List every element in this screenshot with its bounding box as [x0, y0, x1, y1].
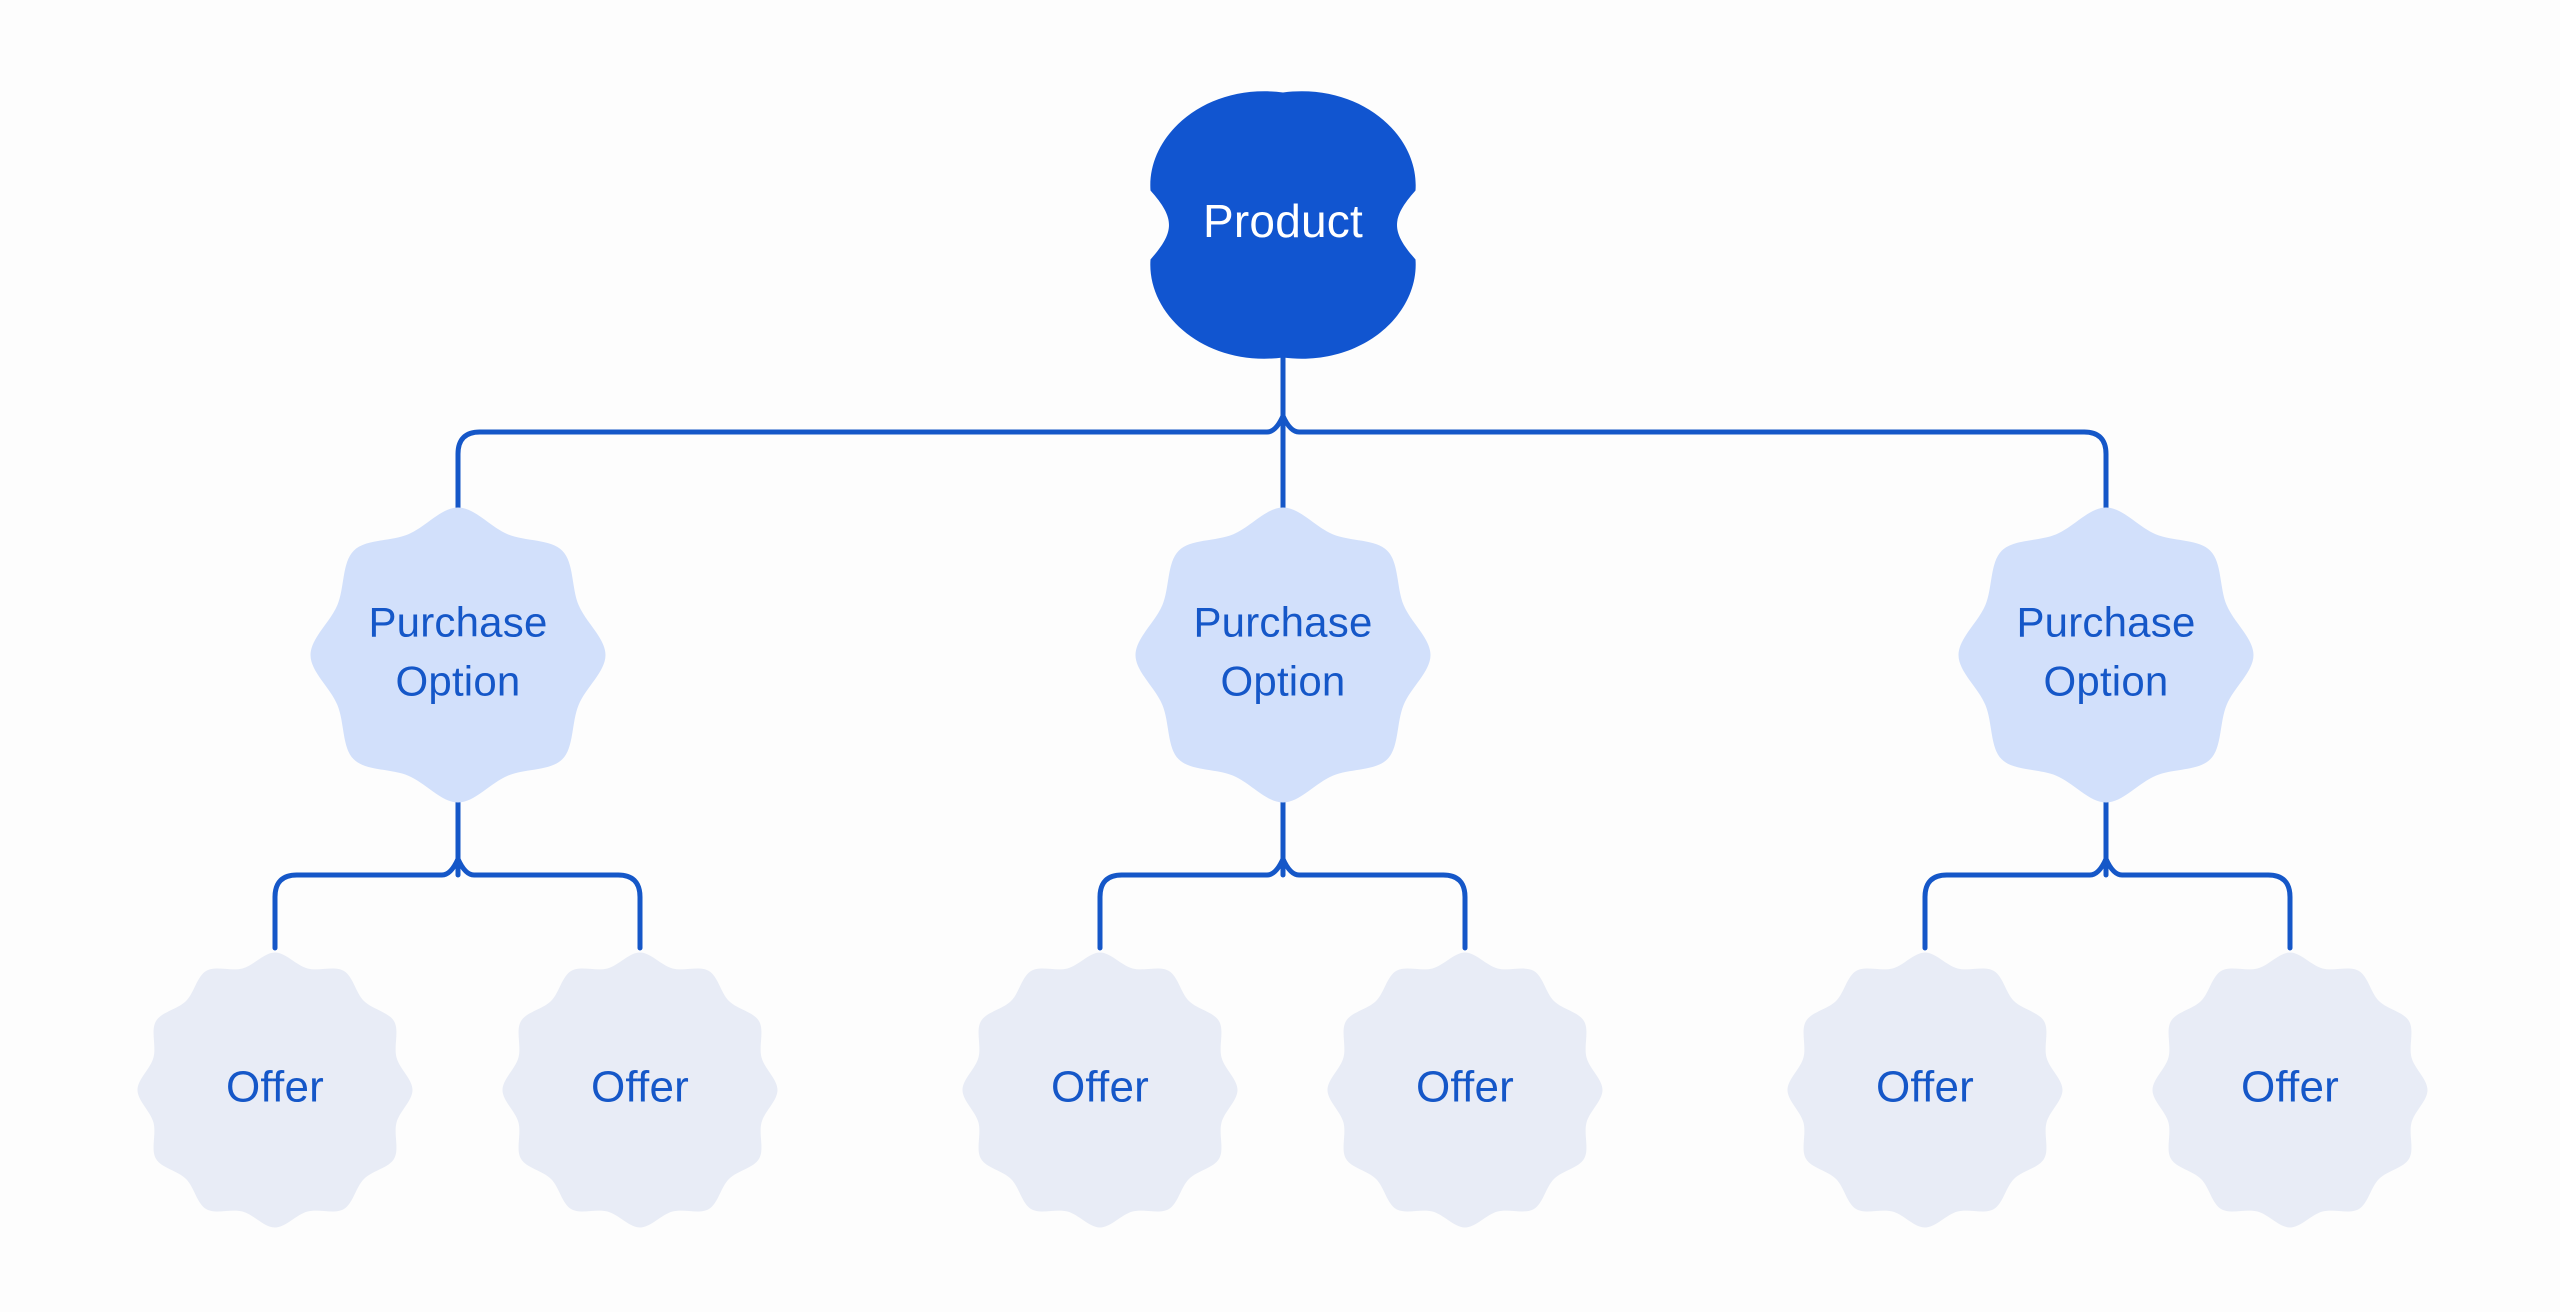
node-offer-5[interactable]: Offer — [1787, 952, 2063, 1228]
connector-layer — [272, 345, 2293, 951]
connector-to-offer-3 — [1097, 872, 1125, 951]
node-offer-4-label: Offer — [1416, 1063, 1514, 1112]
connector-purchase-option-2-bus — [1119, 856, 1446, 878]
node-purchase-option-1-label-line-1: Purchase — [368, 599, 547, 646]
node-purchase-option-3-shape[interactable] — [1958, 507, 2254, 803]
connector-purchase-option-1-bus — [294, 856, 621, 878]
connector-purchase-option-3-bus — [1944, 856, 2271, 878]
node-purchase-option-3-label-line-2: Option — [2044, 658, 2169, 705]
connector-to-purchase-option-3 — [2081, 429, 2109, 515]
connector-to-offer-6 — [2265, 872, 2293, 951]
node-purchase-option-1-label-line-2: Option — [396, 658, 521, 705]
node-offer-1-label: Offer — [226, 1063, 324, 1112]
node-offer-4-shape[interactable] — [1327, 952, 1603, 1228]
node-offer-2-label: Offer — [591, 1063, 689, 1112]
node-offer-3-shape[interactable] — [962, 952, 1238, 1228]
node-offer-2-shape[interactable] — [502, 952, 778, 1228]
connector-to-offer-5 — [1922, 872, 1950, 951]
node-purchase-option-2-label-line-2: Option — [1221, 658, 1346, 705]
node-offer-1[interactable]: Offer — [137, 952, 413, 1228]
node-purchase-option-1-shape[interactable] — [310, 507, 606, 803]
node-offer-6-label: Offer — [2241, 1063, 2339, 1112]
connector-to-offer-1 — [272, 872, 300, 951]
node-offer-3[interactable]: Offer — [962, 952, 1238, 1228]
node-offer-6-shape[interactable] — [2152, 952, 2428, 1228]
node-product[interactable]: Product — [1150, 91, 1416, 359]
node-offer-2[interactable]: Offer — [502, 952, 778, 1228]
node-offer-5-shape[interactable] — [1787, 952, 2063, 1228]
node-product-shape[interactable] — [1150, 91, 1416, 359]
node-purchase-option-2-shape[interactable] — [1135, 507, 1431, 803]
node-offer-1-shape[interactable] — [137, 952, 413, 1228]
node-purchase-option-2-label-line-1: Purchase — [1193, 599, 1372, 646]
connector-to-offer-2 — [615, 872, 643, 951]
node-offer-4[interactable]: Offer — [1327, 952, 1603, 1228]
connector-to-purchase-option-1 — [455, 429, 483, 515]
node-product-label: Product — [1203, 195, 1363, 247]
node-offer-5-label: Offer — [1876, 1063, 1974, 1112]
connector-to-offer-4 — [1440, 872, 1468, 951]
node-offer-3-label: Offer — [1051, 1063, 1149, 1112]
node-purchase-option-3-label-line-1: Purchase — [2016, 599, 2195, 646]
connector-tier1-bus — [477, 413, 2087, 435]
node-offer-6[interactable]: Offer — [2152, 952, 2428, 1228]
